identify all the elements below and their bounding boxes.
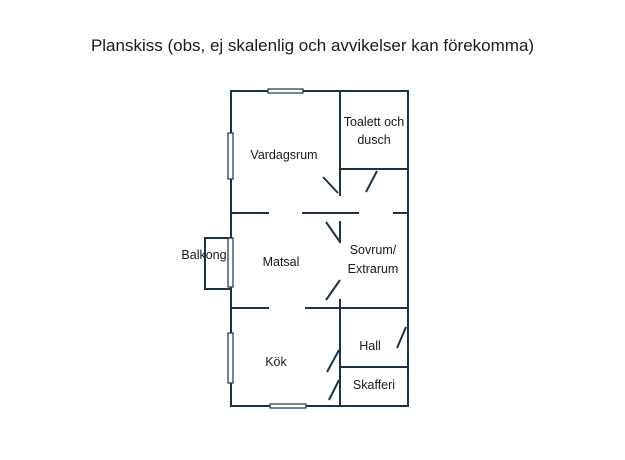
page-title: Planskiss (obs, ej skalenlig och avvikel… bbox=[90, 36, 535, 55]
door-bedroom-upper bbox=[325, 221, 341, 243]
room-label-sovrum-line2: Extrarum bbox=[348, 262, 399, 276]
door-pantry bbox=[328, 379, 340, 401]
room-label-kok: Kök bbox=[265, 355, 287, 369]
door-toilet bbox=[365, 170, 378, 193]
balcony-outline bbox=[204, 237, 232, 290]
window-top bbox=[267, 88, 304, 94]
door-hall bbox=[396, 326, 407, 349]
window-bottom bbox=[269, 403, 307, 409]
room-label-skafferi: Skafferi bbox=[353, 378, 395, 392]
room-label-vardagsrum: Vardagsrum bbox=[250, 148, 317, 162]
door-kitchen-hall bbox=[326, 349, 340, 373]
room-label-balkong: Balkong bbox=[181, 248, 226, 262]
room-label-hall: Hall bbox=[359, 339, 381, 353]
door-living-corridor bbox=[322, 176, 339, 194]
door-bedroom-lower bbox=[325, 279, 341, 301]
window-kitchen-left bbox=[227, 332, 234, 384]
window-living-left bbox=[227, 132, 234, 180]
room-label-matsal: Matsal bbox=[263, 255, 300, 269]
room-label-sovrum-line1: Sovrum/ bbox=[350, 243, 397, 257]
room-label-toalett-line1: Toalett och bbox=[344, 115, 405, 129]
window-balcony bbox=[227, 237, 234, 288]
room-label-toalett-line2: dusch bbox=[357, 133, 390, 147]
